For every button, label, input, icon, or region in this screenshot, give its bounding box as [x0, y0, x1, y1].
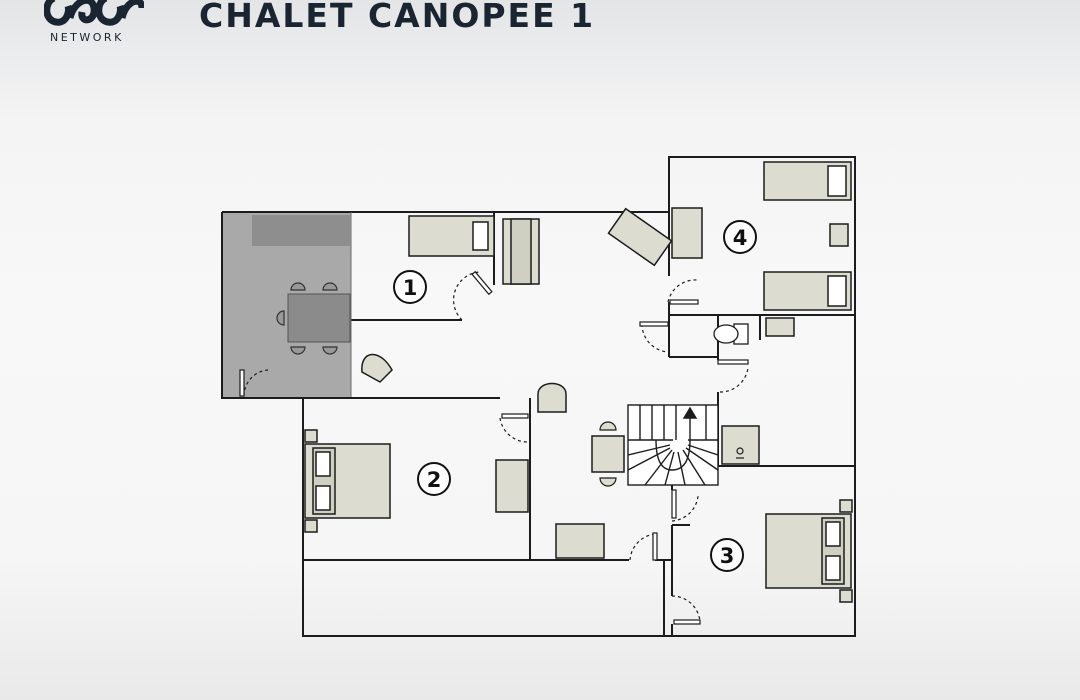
nightstand: [839, 589, 853, 603]
dining-chair: [276, 310, 285, 326]
nightstand: [304, 519, 318, 533]
stairs-arrow-icon: [682, 406, 698, 419]
hall-chair: [599, 477, 617, 487]
room-label-3: 3: [710, 538, 744, 572]
page-title: CHALET CANOPEE 1: [199, 0, 596, 35]
nightstand: [829, 223, 849, 247]
wardrobe: [495, 459, 529, 513]
svg-text:3: 3: [720, 544, 735, 568]
dining-chair: [290, 346, 306, 355]
logo-mark-icon: [44, 0, 144, 26]
room-label-4: 4: [723, 220, 757, 254]
svg-text:1: 1: [403, 276, 418, 300]
nightstand: [839, 499, 853, 513]
brand-logo[interactable]: NETWORK: [44, 0, 154, 50]
tv-unit: [607, 207, 673, 267]
armchair: [537, 382, 567, 413]
dining-table: [287, 293, 351, 343]
hall-chair: [599, 421, 617, 431]
room-label-2: 2: [417, 462, 451, 496]
room-label-1: 1: [393, 270, 427, 304]
dining-zone: [222, 212, 351, 398]
svg-text:2: 2: [427, 468, 442, 492]
door-swings: [243, 271, 749, 623]
brand-subtitle: NETWORK: [50, 31, 124, 44]
dining-chair: [290, 282, 306, 291]
dining-chair: [322, 346, 338, 355]
cabinet: [555, 523, 605, 559]
desk: [671, 207, 703, 259]
toilet-icon: [713, 323, 749, 345]
dining-chair: [322, 282, 338, 291]
kitchen-counter: [252, 215, 350, 246]
staircase: [627, 404, 719, 486]
door-leaves: [239, 270, 749, 625]
svg-text:4: 4: [733, 226, 748, 250]
walls: [221, 156, 856, 637]
armchair: [361, 353, 393, 383]
table: [591, 435, 625, 473]
sink-icon: [765, 317, 795, 337]
header: NETWORK CHALET CANOPEE 1: [0, 0, 1080, 60]
nightstand: [304, 429, 318, 443]
